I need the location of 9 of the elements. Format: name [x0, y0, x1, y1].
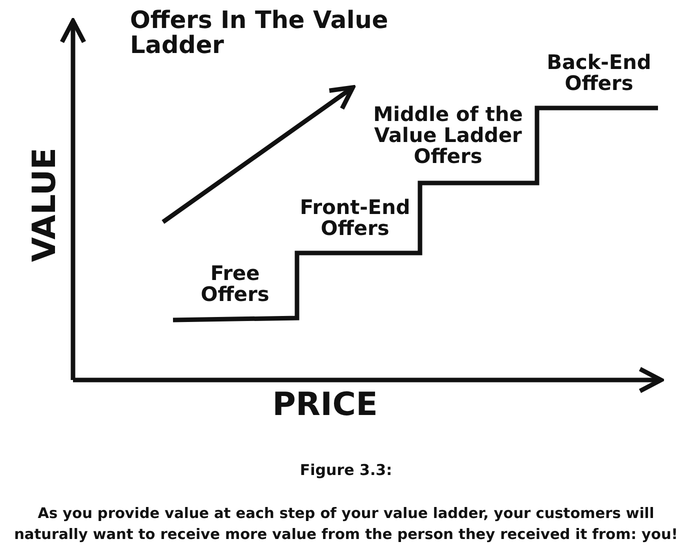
figure-caption: Figure 3.3: — [298, 463, 394, 479]
axis-label: VALUE — [28, 146, 62, 264]
step-label: Middle of the Value Ladder Offers — [372, 104, 524, 167]
axis-label: PRICE — [271, 388, 379, 422]
step-label: Front-End Offers — [298, 197, 412, 239]
step-label: Back-End Offers — [546, 52, 652, 94]
caption-text: As you provide value at each step of your value ladder, your customers will naturally want to receive more value from the person they received it from: you! — [13, 505, 679, 546]
step-label: Free Offers — [200, 263, 270, 305]
chart-title: Offers In The Value Ladder — [130, 8, 390, 58]
